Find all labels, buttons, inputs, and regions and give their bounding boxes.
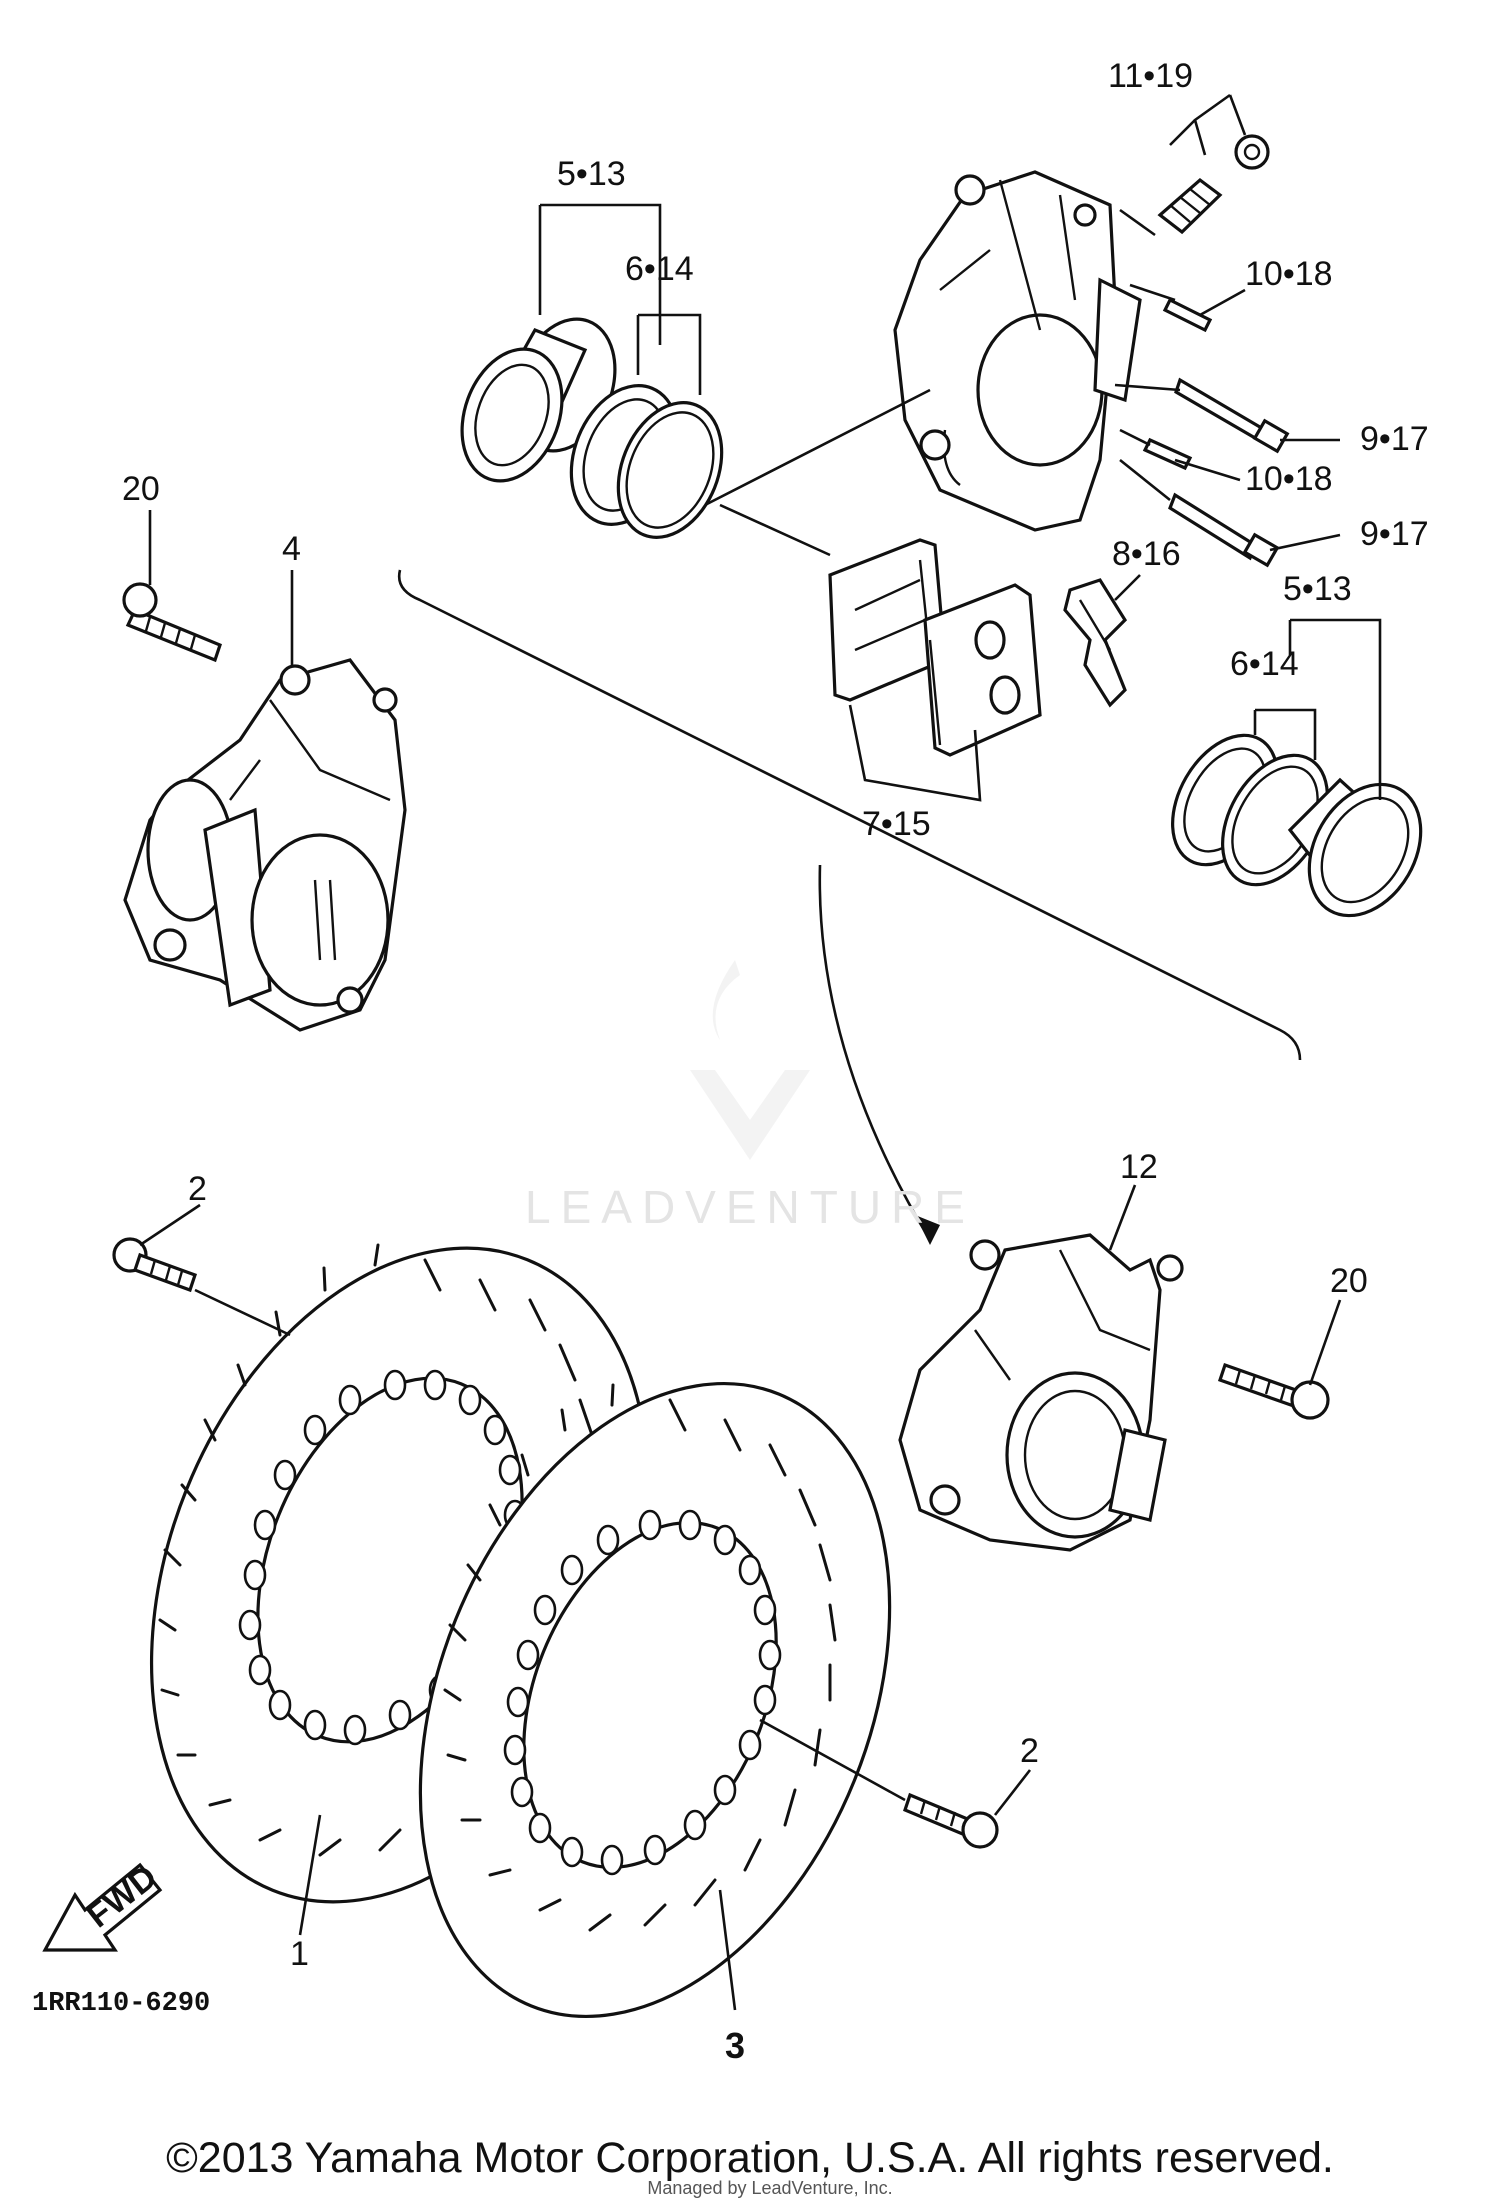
callout-9-17-mid: 9•17 — [1360, 515, 1429, 553]
disc-right-slots — [443, 1383, 837, 1932]
right-caliper — [898, 1233, 1184, 1552]
callout-7-15: 7•15 — [862, 805, 931, 843]
callout-9-17-top: 9•17 — [1360, 420, 1429, 458]
left-caliper — [123, 658, 407, 1032]
brake-pads — [828, 538, 1042, 802]
retaining-clip-upper — [1162, 297, 1213, 333]
callout-1: 1 — [290, 1935, 309, 1973]
callout-5-13-top: 5•13 — [557, 155, 626, 193]
diagram-code: 1RR110-6290 — [32, 1989, 210, 2019]
callout-10-18-mid: 10•18 — [1245, 460, 1333, 498]
left-caliper-bolt — [122, 582, 222, 663]
upper-caliper-group — [893, 93, 1341, 568]
brake-pad-rear — [923, 583, 1042, 757]
disc-bolt-right — [903, 1792, 999, 1849]
disc-bolt-left — [112, 1237, 198, 1293]
watermark-text: LEADVENTURE — [525, 1181, 975, 1233]
pad-pin-lower — [1168, 492, 1280, 568]
pad-spring — [1063, 574, 1141, 708]
group-bracket — [397, 569, 1302, 1061]
piston-right — [1287, 777, 1423, 918]
pad-pin-upper — [1174, 377, 1290, 454]
callout-3: 3 — [725, 2025, 745, 2066]
sub-watermark: Managed by LeadVenture, Inc. — [647, 2178, 893, 2198]
right-piston-group — [1171, 618, 1423, 918]
callout-10-18-top: 10•18 — [1245, 255, 1333, 293]
assembly-arrow-head — [915, 1215, 940, 1245]
callout-6-14-right: 6•14 — [1230, 645, 1299, 683]
callout-5-13-right: 5•13 — [1283, 570, 1352, 608]
bleed-screw — [1157, 134, 1270, 235]
callout-6-14-top: 6•14 — [625, 250, 694, 288]
callout-12: 12 — [1120, 1148, 1158, 1186]
fwd-arrow-icon: FWD — [42, 1858, 164, 1952]
watermark-logo — [690, 960, 810, 1160]
callout-8-16: 8•16 — [1112, 535, 1181, 573]
upper-piston-group — [460, 203, 931, 557]
seal-upper-b — [616, 401, 724, 539]
copyright-notice: ©2013 Yamaha Motor Corporation, U.S.A. A… — [166, 2134, 1334, 2182]
disc-right-holes — [503, 1509, 782, 1876]
callout-2-left: 2 — [188, 1170, 207, 1208]
callout-20-left: 20 — [122, 470, 160, 508]
right-caliper-bolt — [1217, 1362, 1330, 1420]
callout-4: 4 — [282, 530, 301, 568]
callout-20-right: 20 — [1330, 1262, 1368, 1300]
callout-2-right: 2 — [1020, 1732, 1039, 1770]
assembly-arrow — [818, 864, 932, 1241]
seal-right-b — [1221, 753, 1329, 887]
callout-11-19: 11•19 — [1108, 57, 1193, 95]
caliper-body-upper — [893, 170, 1142, 532]
brake-disc-right — [418, 1382, 892, 2018]
